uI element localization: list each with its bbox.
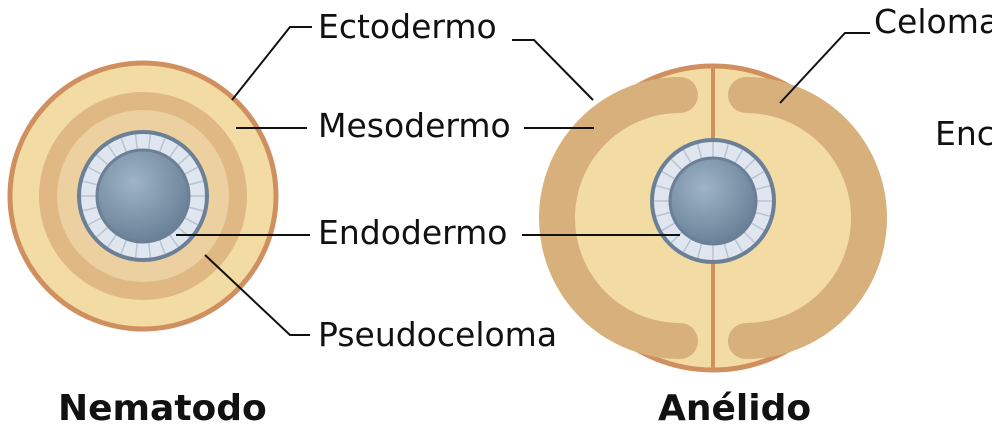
nematode-gut	[97, 150, 189, 242]
label-endodermo-cut: Enc	[935, 114, 992, 153]
label-ectodermo: Ectodermo	[318, 7, 497, 46]
leader-ectodermo-left	[232, 27, 312, 100]
annelid-gut	[670, 158, 756, 244]
label-celoma: Celoma	[874, 2, 992, 41]
label-mesodermo: Mesodermo	[318, 106, 511, 145]
annelid-cross-section	[557, 66, 869, 370]
label-endodermo: Endodermo	[318, 213, 507, 252]
title-anelido: Anélido	[658, 388, 811, 429]
nematode-cross-section	[10, 63, 276, 329]
leader-ectodermo-right	[512, 40, 593, 100]
label-pseudoceloma: Pseudoceloma	[318, 315, 557, 354]
title-nematodo: Nematodo	[58, 388, 267, 429]
